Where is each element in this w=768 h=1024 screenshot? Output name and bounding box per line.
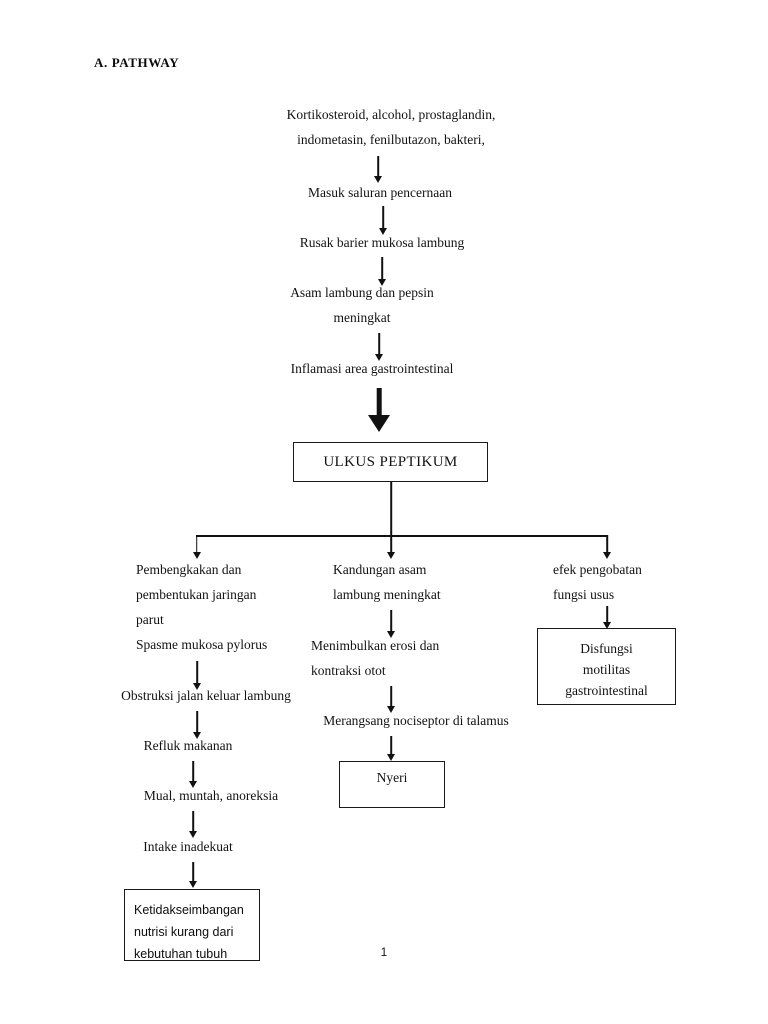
node-asam-lambung-dan-pepsin-meningkat: Asam lambung dan pepsin meningkat <box>290 285 434 325</box>
node-pembengkakan-pembentukan-jaringan-parut: Pembengkakan dan pembentukan jaringan pa… <box>136 562 257 627</box>
arrowhead-reflux-to-symptoms <box>189 781 197 788</box>
box-ulkus-peptikum-label: ULKUS PEPTIKUM <box>323 454 458 470</box>
box-ketidakseimbangan-nutrisi: Ketidakseimbangan nutrisi kurang dari ke… <box>124 889 260 961</box>
arrowhead-split-to-left-branch <box>192 552 201 559</box>
arrowhead-obstruction-to-reflux <box>193 732 201 739</box>
arrowhead-erosion-to-nociceptor <box>387 706 395 713</box>
connector-erosion-to-nociceptor <box>390 686 392 708</box>
connector-split-to-middle-branch <box>390 535 392 555</box>
arrowhead-mucosa-to-acid <box>378 279 386 286</box>
node-obstruksi-jalan-keluar-lambung: Obstruksi jalan keluar lambung <box>121 688 291 703</box>
connector-efek-pengobatan-to-disfungsi <box>606 606 608 625</box>
node-merangsang-nociseptor-talamus: Merangsang nociseptor di talamus <box>323 713 509 728</box>
connector-split-to-right-branch <box>606 535 608 555</box>
arrowhead-symptoms-to-intake <box>189 831 197 838</box>
connector-nociceptor-to-nyeri <box>390 736 392 757</box>
arrowhead-nociceptor-to-nyeri <box>387 754 395 761</box>
node-spasme-mukosa-pylorus: Spasme mukosa pylorus <box>136 637 268 652</box>
node-efek-pengobatan-fungsi-usus: efek pengobatan fungsi usus <box>553 562 642 602</box>
connector-spasm-to-obstruction <box>196 661 198 685</box>
arrowhead-split-to-middle-branch <box>387 552 395 559</box>
connector-acid-to-inflammation <box>378 333 380 356</box>
page-title-text: A. PATHWAY <box>94 55 180 70</box>
box-ketidakseimbangan-nutrisi-label: Ketidakseimbangan nutrisi kurang dari ke… <box>134 903 244 961</box>
node-etiology: Kortikosteroid, alcohol, prostaglandin, … <box>286 107 496 147</box>
connector-ingestion-to-mucosa <box>382 206 384 230</box>
node-inflamasi-area-gastrointestinal: Inflamasi area gastrointestinal <box>290 361 454 376</box>
node-rusak-barier-mukosa-lambung: Rusak barier mukosa lambung <box>299 235 465 250</box>
node-menimbulkan-erosi-kontraksi-otot: Menimbulkan erosi dan kontraksi otot <box>311 638 440 678</box>
node-refluk-makanan: Refluk makanan <box>143 738 233 753</box>
arrowhead-split-to-right-branch <box>603 552 612 559</box>
connector-inflammation-to-ulkus <box>376 388 382 418</box>
arrowhead-ingestion-to-mucosa <box>379 228 387 235</box>
node-mual-muntah-anoreksia: Mual, muntah, anoreksia <box>143 788 279 803</box>
box-ulkus-peptikum: ULKUS PEPTIKUM <box>293 442 488 482</box>
arrowhead-spasm-to-obstruction <box>193 683 201 690</box>
box-disfungsi-motilitas-label: Disfungsi motilitas gastrointestinal <box>565 641 648 698</box>
arrowhead-etiology-to-ingestion <box>374 176 382 183</box>
box-disfungsi-motilitas-gastrointestinal: Disfungsi motilitas gastrointestinal <box>537 628 676 705</box>
connector-etiology-to-ingestion <box>377 156 379 178</box>
arrowhead-acid-to-inflammation <box>375 354 383 361</box>
connector-split-to-left-branch <box>196 535 198 555</box>
arrowhead-inflammation-to-ulkus <box>368 415 390 432</box>
node-kandungan-asam-lambung-meningkat: Kandungan asam lambung meningkat <box>333 562 441 602</box>
arrowhead-efek-pengobatan-to-disfungsi <box>603 622 611 629</box>
box-nyeri: Nyeri <box>339 761 445 808</box>
split-bar-three-branches <box>196 535 608 537</box>
arrowhead-intake-to-nutrition-outcome <box>189 881 197 888</box>
connector-intake-to-nutrition-outcome <box>192 862 194 883</box>
connector-mucosa-to-acid <box>381 257 383 281</box>
arrowhead-acid-content-to-erosion <box>387 631 395 638</box>
connector-ulkus-to-split <box>390 482 392 535</box>
node-intake-inadekuat: Intake inadekuat <box>143 839 233 854</box>
page-title: A. PATHWAY <box>94 55 179 71</box>
page-number: 1 <box>380 947 388 959</box>
connector-reflux-to-symptoms <box>192 761 194 783</box>
connector-acid-content-to-erosion <box>390 610 392 633</box>
connector-symptoms-to-intake <box>192 811 194 833</box>
node-masuk-saluran-pencernaan: Masuk saluran pencernaan <box>308 185 452 200</box>
box-nyeri-label: Nyeri <box>376 770 408 785</box>
connector-obstruction-to-reflux <box>196 711 198 734</box>
